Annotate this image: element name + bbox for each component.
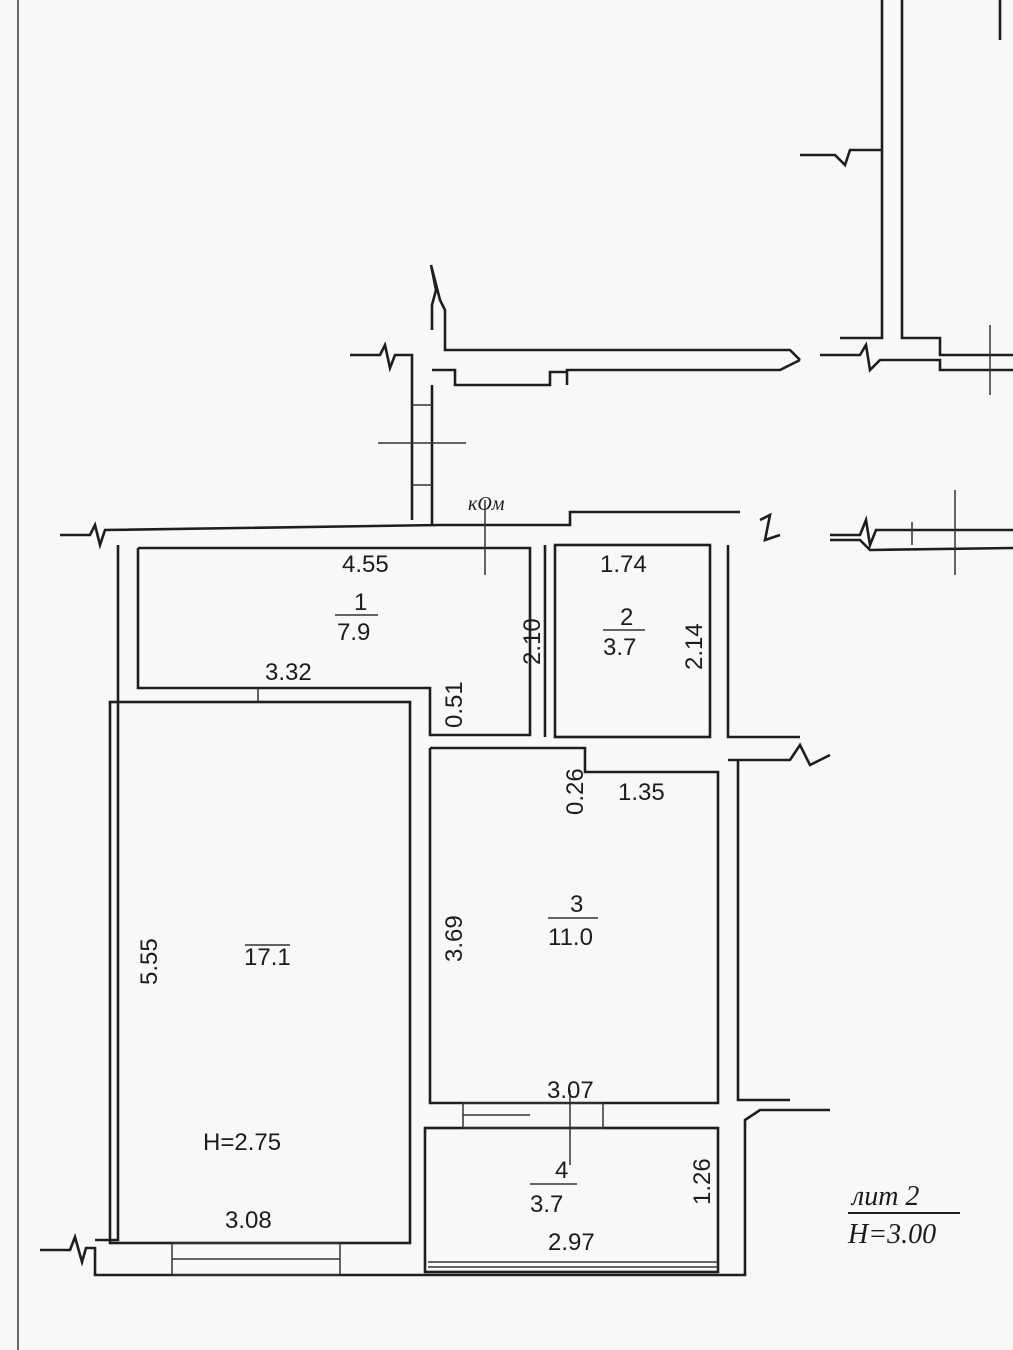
dim-3-32: 3.32 (265, 659, 312, 686)
ceiling-height: H=2.75 (203, 1129, 281, 1156)
corridor-label: кОм (468, 493, 505, 515)
room-3-area: 11.0 (548, 924, 593, 951)
dim-0-26: 0.26 (562, 768, 589, 815)
neighbor-walls (800, 0, 1013, 395)
room-4-area: 3.7 (530, 1191, 563, 1218)
dim-2-97: 2.97 (548, 1229, 595, 1256)
room-3-number: 3 (570, 891, 583, 918)
dim-5-55: 5.55 (136, 938, 163, 985)
apartment-walls (40, 500, 831, 1277)
dim-1-26: 1.26 (689, 1158, 716, 1205)
dim-3-08: 3.08 (225, 1207, 272, 1234)
dim-2-10: 2.10 (519, 618, 546, 665)
room-main-area: 17.1 (244, 944, 291, 971)
dim-3-69: 3.69 (441, 915, 468, 962)
dim-1-74: 1.74 (600, 551, 647, 578)
dim-0-51: 0.51 (441, 681, 468, 728)
legend-height: H=3.00 (847, 1219, 936, 1250)
room-2-number: 2 (620, 604, 633, 631)
dim-1-35: 1.35 (618, 779, 665, 806)
corridor-walls (60, 264, 1013, 575)
room-1-area: 7.9 (337, 619, 370, 646)
room-4-number: 4 (555, 1157, 568, 1184)
dim-3-07: 3.07 (547, 1077, 594, 1104)
dim-2-14: 2.14 (681, 623, 708, 670)
room-2-area: 3.7 (603, 634, 636, 661)
legend-lit: лит 2 (850, 1181, 919, 1212)
room-1-number: 1 (354, 589, 367, 616)
dim-4-55: 4.55 (342, 551, 389, 578)
